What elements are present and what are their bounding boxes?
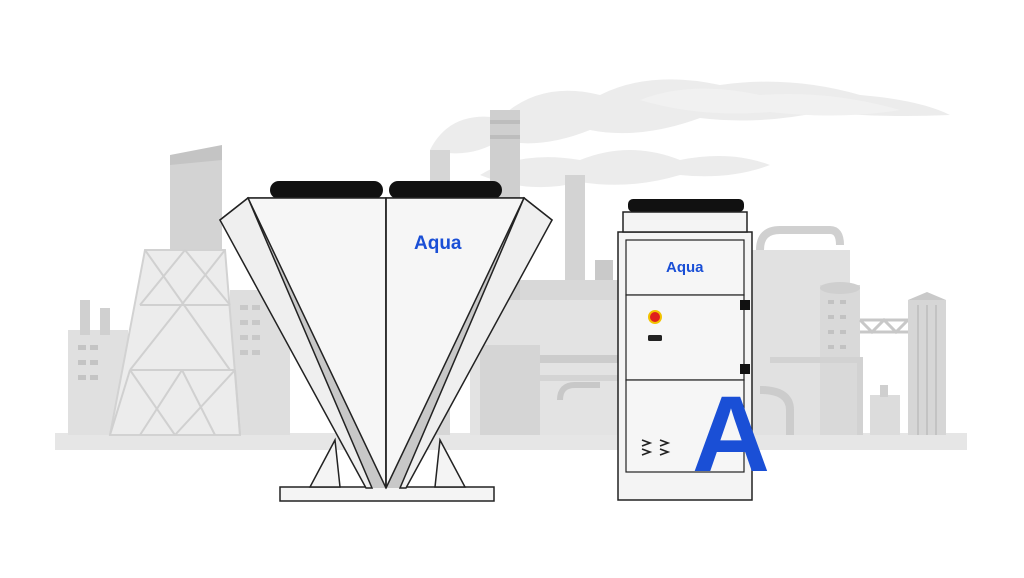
hinge-top (740, 300, 750, 310)
status-indicator-icon (648, 310, 662, 324)
fan-right (389, 181, 502, 199)
chiller-fan-top (628, 199, 744, 212)
cooling-tower (108, 249, 242, 436)
smoke-clouds (430, 79, 950, 188)
cooler-brand-label: Aqua (414, 233, 462, 254)
fan-left (270, 181, 383, 199)
control-button (648, 335, 662, 341)
chiller-cabinet-unit: Aqua A (617, 199, 770, 501)
chiller-brand-label: Aqua (666, 259, 704, 276)
brand-logo-letter: A (692, 373, 770, 494)
dry-cooler-unit: Aqua (219, 181, 553, 502)
hinge-bottom (740, 364, 750, 374)
cooler-base (279, 486, 495, 502)
vent-icon (641, 439, 671, 456)
